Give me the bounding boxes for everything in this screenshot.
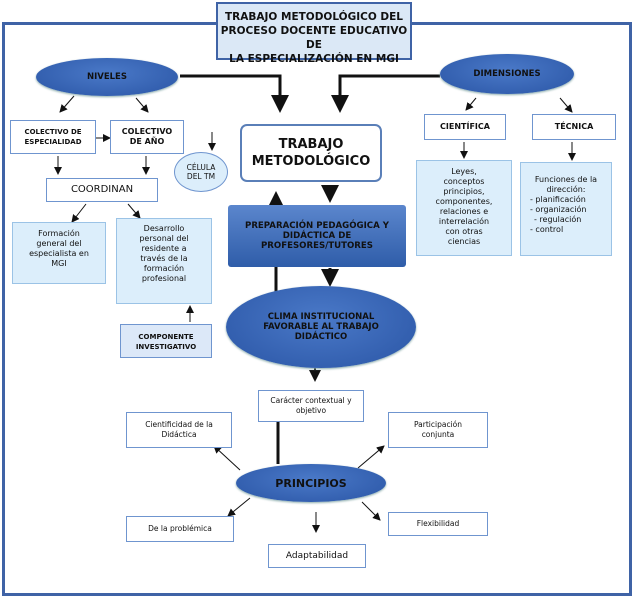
- clima-line-2: FAVORABLE AL TRABAJO: [263, 322, 379, 332]
- principios-node: PRINCIPIOS: [236, 464, 386, 502]
- formacion-line-2: general del: [36, 239, 82, 248]
- leyes-line-4: componentes,: [435, 197, 493, 206]
- coordinan-label: COORDINAN: [70, 184, 134, 195]
- participacion-line-1: Participación: [413, 420, 462, 429]
- colectivo-ano-node: COLECTIVO DE AÑO: [110, 120, 184, 154]
- problemica-label: De la problémica: [148, 524, 212, 533]
- niveles-label: NIVELES: [86, 72, 127, 82]
- adaptabilidad-node: Adaptabilidad: [268, 544, 366, 568]
- funciones-node: Funciones de la dirección: - planificaci…: [520, 162, 612, 256]
- cientifica-label: CIENTÍFICA: [440, 122, 490, 131]
- coordinan-node: COORDINAN: [46, 178, 158, 202]
- caracter-line-1: Carácter contextual y: [270, 396, 352, 405]
- cientificidad-line-1: Cientificidad de la: [145, 420, 213, 429]
- leyes-line-2: conceptos: [443, 177, 485, 186]
- desarrollo-line-4: través de la: [140, 254, 188, 263]
- formacion-line-3: especialista en: [29, 249, 89, 258]
- dimensiones-to-trabajo-arrow: [331, 74, 440, 113]
- celula-line-2: DEL TM: [186, 172, 216, 181]
- desarrollo-line-2: personal del: [139, 234, 189, 243]
- leyes-line-5: relaciones e: [439, 207, 489, 216]
- cientificidad-line-2: Didáctica: [161, 430, 197, 439]
- leyes-line-7: con otras: [445, 227, 483, 236]
- adaptabilidad-label: Adaptabilidad: [285, 551, 349, 561]
- participacion-line-2: conjunta: [421, 430, 455, 439]
- title-line-1: TRABAJO METODOLÓGICO DEL: [225, 11, 403, 23]
- clima-line-3: DIDÁCTICO: [294, 332, 348, 342]
- leyes-line-1: Leyes,: [451, 167, 477, 176]
- leyes-line-8: ciencias: [447, 237, 481, 246]
- trabajo-line-1: TRABAJO: [278, 137, 344, 152]
- colectivo-ano-line-1: COLECTIVO: [121, 127, 173, 136]
- trabajo-line-2: METODOLÓGICO: [251, 154, 371, 169]
- componente-investigativo-node: COMPONENTE INVESTIGATIVO: [120, 324, 212, 358]
- funciones-item-regulacion: - regulación: [534, 215, 582, 224]
- funciones-line-2: dirección:: [546, 185, 586, 194]
- clima-line-1: CLIMA INSTITUCIONAL: [267, 312, 375, 322]
- problemica-node: De la problémica: [126, 516, 234, 542]
- diagram-title: TRABAJO METODOLÓGICO DEL PROCESO DOCENTE…: [216, 2, 412, 65]
- preparacion-line-2: DIDÁCTICA DE: [282, 231, 352, 241]
- tecnica-node: TÉCNICA: [532, 114, 616, 140]
- principios-label: PRINCIPIOS: [275, 476, 347, 490]
- participacion-node: Participación conjunta: [388, 412, 488, 448]
- leyes-line-6: interrelación: [438, 217, 490, 226]
- desarrollo-line-5: formación: [143, 264, 185, 273]
- preparacion-node: PREPARACIÓN PEDAGÓGICA Y DIDÁCTICA DE PR…: [228, 205, 406, 267]
- celula-node: CÉLULA DEL TM: [174, 152, 228, 192]
- niveles-node: NIVELES: [36, 58, 178, 96]
- formacion-node: Formación general del especialista en MG…: [12, 222, 106, 284]
- dimensiones-node: DIMENSIONES: [440, 54, 574, 94]
- niveles-to-trabajo-arrow: [180, 74, 289, 113]
- leyes-node: Leyes, conceptos principios, componentes…: [416, 160, 512, 256]
- preparacion-line-1: PREPARACIÓN PEDAGÓGICA Y: [245, 221, 389, 231]
- funciones-line-1: Funciones de la: [534, 175, 598, 184]
- flexibilidad-node: Flexibilidad: [388, 512, 488, 536]
- desarrollo-line-6: profesional: [141, 274, 187, 283]
- colectivo-especialidad-line-1: COLECTIVO DE: [24, 128, 82, 136]
- componente-line-2: INVESTIGATIVO: [135, 343, 197, 351]
- formacion-line-1: Formación: [38, 229, 80, 238]
- title-line-2: PROCESO DOCENTE EDUCATIVO DE: [220, 25, 408, 51]
- colectivo-ano-line-2: DE AÑO: [129, 137, 165, 146]
- tecnica-label: TÉCNICA: [554, 122, 594, 131]
- leyes-line-3: principios,: [443, 187, 485, 196]
- funciones-item-control: - control: [530, 225, 564, 234]
- cientifica-node: CIENTÍFICA: [424, 114, 506, 140]
- desarrollo-line-1: Desarrollo: [143, 224, 185, 233]
- dimensiones-label: DIMENSIONES: [473, 69, 541, 79]
- celula-line-1: CÉLULA: [186, 163, 216, 172]
- componente-line-1: COMPONENTE: [138, 333, 194, 341]
- formacion-line-4: MGI: [51, 259, 67, 268]
- cientificidad-node: Cientificidad de la Didáctica: [126, 412, 232, 448]
- caracter-line-2: objetivo: [295, 406, 327, 415]
- clima-node: CLIMA INSTITUCIONAL FAVORABLE AL TRABAJO…: [226, 286, 416, 368]
- caracter-node: Carácter contextual y objetivo: [258, 390, 364, 422]
- desarrollo-line-3: residente a: [141, 244, 187, 253]
- flexibilidad-label: Flexibilidad: [416, 519, 460, 528]
- colectivo-especialidad-node: COLECTIVO DE ESPECIALIDAD: [10, 120, 96, 154]
- trabajo-metodologico-node: TRABAJO METODOLÓGICO: [240, 124, 382, 182]
- desarrollo-node: Desarrollo personal del residente a trav…: [116, 218, 212, 304]
- preparacion-line-3: PROFESORES/TUTORES: [261, 241, 373, 251]
- funciones-item-planificacion: - planificación: [530, 195, 586, 204]
- funciones-item-organizacion: - organización: [530, 205, 587, 214]
- title-line-3: LA ESPECIALIZACIÓN EN MGI: [229, 53, 399, 65]
- colectivo-especialidad-line-2: ESPECIALIDAD: [24, 138, 82, 146]
